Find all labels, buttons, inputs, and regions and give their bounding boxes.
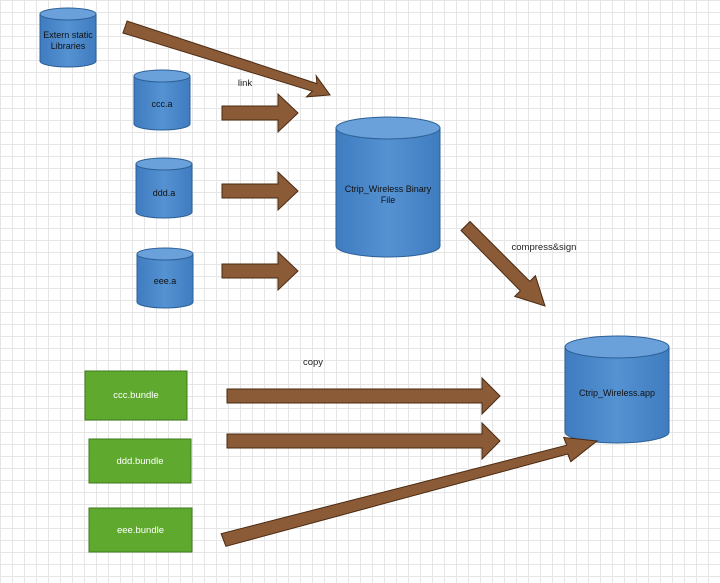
arrow-ddd-to-binary: [221, 170, 299, 212]
arrow-ccc-to-binary: [221, 92, 299, 134]
arrow-ccc-bundle-to-app: [226, 376, 501, 416]
arrow-extern-to-binary: [122, 20, 331, 98]
extern-libraries-cylinder[interactable]: [39, 7, 97, 68]
eee-a-cylinder[interactable]: [136, 247, 194, 309]
arrow-eee-bundle-to-app: [220, 436, 599, 547]
arrow-binary-to-app: [460, 220, 546, 307]
ddd-bundle-box[interactable]: [88, 438, 192, 484]
ddd-a-cylinder[interactable]: [135, 157, 193, 219]
eee-bundle-box[interactable]: [88, 507, 193, 553]
ccc-a-cylinder[interactable]: [133, 69, 191, 131]
ccc-bundle-box[interactable]: [84, 370, 188, 421]
binary-file-cylinder[interactable]: [335, 116, 441, 258]
app-cylinder[interactable]: [564, 335, 670, 444]
arrow-eee-to-binary: [221, 250, 299, 292]
arrow-ddd-bundle-to-app: [226, 421, 501, 461]
